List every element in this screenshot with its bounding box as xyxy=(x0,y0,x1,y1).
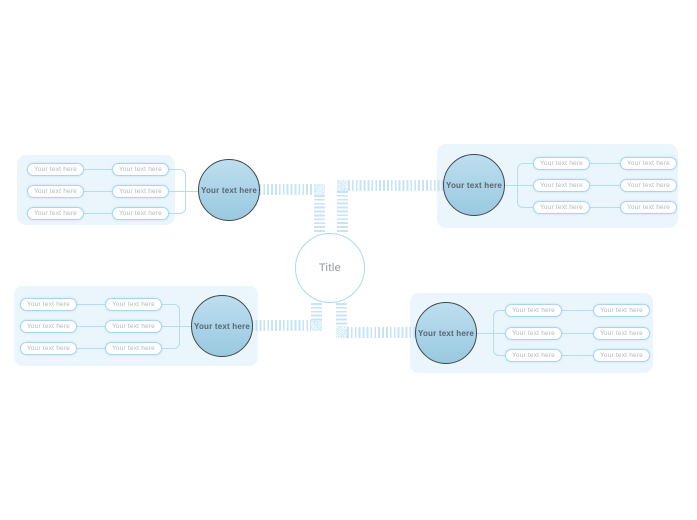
text-box-pill[interactable]: Your text here xyxy=(27,207,84,220)
branch-node-bottom-right[interactable]: Your text here xyxy=(415,302,477,364)
branch-node-top-right[interactable]: Your text here xyxy=(443,154,505,216)
connector-ribbon xyxy=(311,303,322,320)
text-box-pill[interactable]: Your text here xyxy=(505,349,562,362)
connector-ribbon xyxy=(240,320,311,331)
connector-bracket xyxy=(517,163,533,208)
text-box-pill[interactable]: Your text here xyxy=(593,304,650,317)
connector-corner xyxy=(336,327,347,338)
text-box-pill[interactable]: Your text here xyxy=(112,207,169,220)
connector-line xyxy=(590,207,620,208)
connector-line xyxy=(167,191,200,192)
text-box-pill[interactable]: Your text here xyxy=(593,327,650,340)
connector-line xyxy=(562,310,593,311)
connector-line xyxy=(84,169,112,170)
central-topic[interactable]: Title xyxy=(295,233,365,303)
connector-corner xyxy=(337,180,348,191)
text-box-pill[interactable]: Your text here xyxy=(105,342,162,355)
text-box-pill[interactable]: Your text here xyxy=(27,163,84,176)
connector-line xyxy=(77,304,105,305)
text-box-pill[interactable]: Your text here xyxy=(620,179,677,192)
connector-line xyxy=(84,191,112,192)
text-box-pill[interactable]: Your text here xyxy=(20,298,77,311)
connector-line xyxy=(590,185,620,186)
text-box-pill[interactable]: Your text here xyxy=(505,304,562,317)
connector-line xyxy=(84,213,112,214)
branch-node-bottom-left[interactable]: Your text here xyxy=(191,295,253,357)
text-box-pill[interactable]: Your text here xyxy=(533,179,590,192)
connector-ribbon xyxy=(348,180,458,191)
branch-node-top-left[interactable]: Your text here xyxy=(198,159,260,221)
connector-ribbon xyxy=(314,195,325,233)
connector-line xyxy=(590,163,620,164)
connector-ribbon xyxy=(336,303,347,327)
text-box-pill[interactable]: Your text here xyxy=(27,185,84,198)
text-box-pill[interactable]: Your text here xyxy=(20,320,77,333)
text-box-pill[interactable]: Your text here xyxy=(533,157,590,170)
connector-line xyxy=(562,333,593,334)
text-box-pill[interactable]: Your text here xyxy=(112,185,169,198)
connector-line xyxy=(77,326,105,327)
text-box-pill[interactable]: Your text here xyxy=(105,298,162,311)
text-box-pill[interactable]: Your text here xyxy=(533,201,590,214)
connector-line xyxy=(162,326,195,327)
text-box-pill[interactable]: Your text here xyxy=(505,327,562,340)
connector-line xyxy=(77,348,105,349)
connector-ribbon xyxy=(347,327,432,338)
connector-corner xyxy=(314,184,325,195)
text-box-pill[interactable]: Your text here xyxy=(20,342,77,355)
text-box-pill[interactable]: Your text here xyxy=(620,201,677,214)
text-box-pill[interactable]: Your text here xyxy=(105,320,162,333)
connector-corner xyxy=(311,320,322,331)
connector-line xyxy=(503,185,533,186)
connector-bracket xyxy=(493,310,509,356)
text-box-pill[interactable]: Your text here xyxy=(112,163,169,176)
connector-line xyxy=(562,355,593,356)
text-box-pill[interactable]: Your text here xyxy=(593,349,650,362)
connector-ribbon xyxy=(337,191,348,233)
text-box-pill[interactable]: Your text here xyxy=(620,157,677,170)
connector-line xyxy=(477,333,505,334)
connector-ribbon xyxy=(236,184,314,195)
